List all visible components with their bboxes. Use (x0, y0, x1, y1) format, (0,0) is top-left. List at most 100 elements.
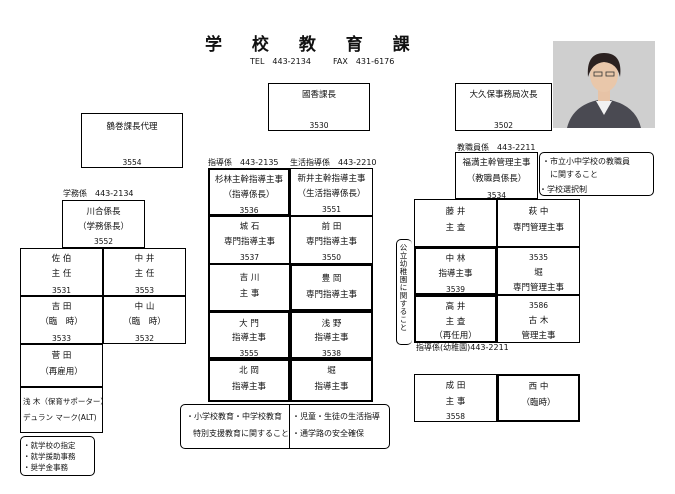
seikatsu-note-1: ・児童・生徒の生活指導 (292, 412, 380, 421)
box-name: 藤 井 (445, 207, 466, 217)
box-title: 主 査 (445, 317, 466, 327)
box-name: 北 岡 (239, 366, 259, 376)
box-name: 高 井 (445, 302, 466, 312)
fax-number: FAX 431-6176 (333, 57, 395, 66)
box-title: （再雇用） (40, 367, 83, 377)
box-number: 3586 (528, 301, 549, 310)
asaki-box: 浅 木（保育サポーター） デュラン マーク(ALT) (20, 387, 108, 433)
box-title: （臨 時） (123, 317, 166, 327)
box-name: 川合係長 (86, 207, 121, 217)
gakumu-note-3: ・奨学金事務 (23, 463, 68, 472)
fujii-box: 藤 井 主 査 (414, 199, 497, 247)
okubo-box: 大久保事務局次長 3502 (455, 83, 552, 131)
box-number: 3532 (134, 334, 155, 343)
box-title: 専門管理主事 (512, 283, 564, 293)
box-number: 3539 (445, 285, 466, 294)
box-name: 鶴巻課長代理 (106, 122, 158, 132)
kyoshokuin-note-1: ・市立小中学校の教職員 (542, 157, 630, 166)
box-number: 3534 (486, 191, 507, 200)
shido-note-divider (289, 404, 290, 449)
youchien-note: 公立幼稚園に関すること (399, 243, 408, 332)
haginaka-box: 萩 中 専門管理主事 (497, 199, 580, 247)
takai-box: 高 井 主 査 （再任用） (414, 295, 497, 343)
person-icon (553, 41, 655, 128)
unit-label-youchien: 指導係(幼稚園)443-2211 (416, 343, 509, 352)
toyooka-box: 豊 岡 専門指導主事 (290, 264, 373, 311)
portrait-photo (553, 41, 655, 128)
box-name: 浅 野 (321, 319, 342, 329)
box-name: 佐 伯 (51, 254, 72, 264)
box-name: 杉林主幹指導主事 (214, 175, 283, 185)
sugata-box: 菅 田 （再雇用） (20, 344, 103, 387)
seikatsu-note-2: ・通学路の安全確保 (292, 429, 364, 438)
box-name: 城 石 (239, 222, 260, 232)
saeki-box: 佐 伯 主 任 3531 (20, 248, 103, 296)
box-title: 専門指導主事 (305, 290, 357, 300)
unit-label-gakumu: 学務係 443-2134 (63, 189, 134, 198)
nakabayashi-box: 中 林 指導主事 3539 (414, 247, 497, 295)
box-title: 主 事 (445, 397, 466, 407)
box-name: 中 山 (134, 302, 155, 312)
box-name: 菅 田 (51, 351, 72, 361)
unit-label-kyoshokuin: 教職員係 443-2211 (457, 143, 536, 152)
box-name-2: デュラン マーク(ALT) (23, 413, 97, 422)
box-title: 主 査 (445, 223, 466, 233)
unit-label-shido: 指導係 443-2135 (208, 158, 279, 167)
box-number: 3554 (122, 158, 142, 167)
gakumu-note-1: ・就学校の指定 (23, 441, 76, 450)
nakai-box: 中 井 主 任 3553 (103, 248, 186, 296)
box-name: 堀 (327, 366, 336, 376)
box-name: 福満主幹管理主事 (462, 158, 531, 168)
box-title: （指導係長） (223, 190, 275, 200)
box-name: 前 田 (321, 222, 342, 232)
box-name: 國香課長 (301, 90, 336, 100)
box-title: 指導主事 (231, 382, 266, 392)
shiro-box: 城 石 専門指導主事 3537 (208, 216, 290, 264)
box-title: 専門指導主事 (305, 237, 357, 247)
nishinaka-box: 西 中 （臨時） (497, 374, 580, 422)
box-number: 3533 (51, 334, 72, 343)
unit-label-seikatsu: 生活指導係 443-2210 (290, 158, 377, 167)
box-number: 3537 (239, 253, 260, 262)
kokka-box: 國香課長 3530 (268, 83, 370, 131)
kyoshokuin-note-bracket (539, 152, 654, 196)
shido-note-2: 特別支援教育に関すること (193, 429, 289, 438)
sugibayashi-box: 杉林主幹指導主事 （指導係長） 3536 (208, 168, 290, 216)
box-title: 管理主事 (521, 331, 556, 341)
box-title: （臨 時） (40, 317, 83, 327)
box-number: 3550 (321, 253, 342, 262)
box-title: （学務係長） (77, 222, 129, 232)
box-title: （生活指導係長） (297, 189, 366, 199)
box-name: 新井主幹指導主事 (297, 174, 366, 184)
box-status: （再任用） (434, 331, 477, 341)
box-title: 指導主事 (314, 333, 349, 343)
box-title: 指導主事 (231, 333, 266, 343)
box-number: 3538 (321, 349, 342, 358)
box-name: 中 林 (445, 254, 466, 264)
nakayama-box: 中 山 （臨 時） 3532 (103, 296, 186, 344)
tsurumaki-box: 鶴巻課長代理 3554 (81, 113, 183, 168)
maeda-box: 前 田 専門指導主事 3550 (290, 216, 373, 264)
box-name: 吉 田 (51, 302, 72, 312)
kitaoka-box: 北 岡 指導主事 (208, 359, 290, 402)
box-name: 成 田 (445, 381, 466, 391)
box-name: 豊 岡 (321, 274, 342, 284)
yoshikawa-box: 吉 川 主 事 (208, 264, 290, 311)
box-title: 指導主事 (314, 382, 349, 392)
box-title: （教職員係長） (466, 174, 527, 184)
box-number: 3558 (445, 412, 466, 421)
box-title: 指導主事 (438, 269, 473, 279)
box-name: 西 中 (528, 382, 549, 392)
kyoshokuin-note-3: ・学校選択制 (539, 185, 587, 194)
box-name: 大久保事務局次長 (469, 90, 538, 100)
page-title: 学 校 教 育 課 (205, 35, 422, 55)
box-number: 3536 (239, 206, 259, 215)
shido-note-1: ・小学校教育・中学校教育 (186, 412, 282, 421)
kawai-box: 川合係長 （学務係長） 3552 (62, 200, 145, 248)
box-title: 主 任 (134, 269, 155, 279)
yoshida-box: 吉 田 （臨 時） 3533 (20, 296, 103, 344)
box-name: 萩 中 (528, 207, 549, 217)
fukumitsu-box: 福満主幹管理主事 （教職員係長） 3534 (455, 152, 538, 200)
hori1-box: 3535 堀 専門管理主事 (497, 247, 580, 295)
shido-note-bracket (180, 404, 390, 449)
